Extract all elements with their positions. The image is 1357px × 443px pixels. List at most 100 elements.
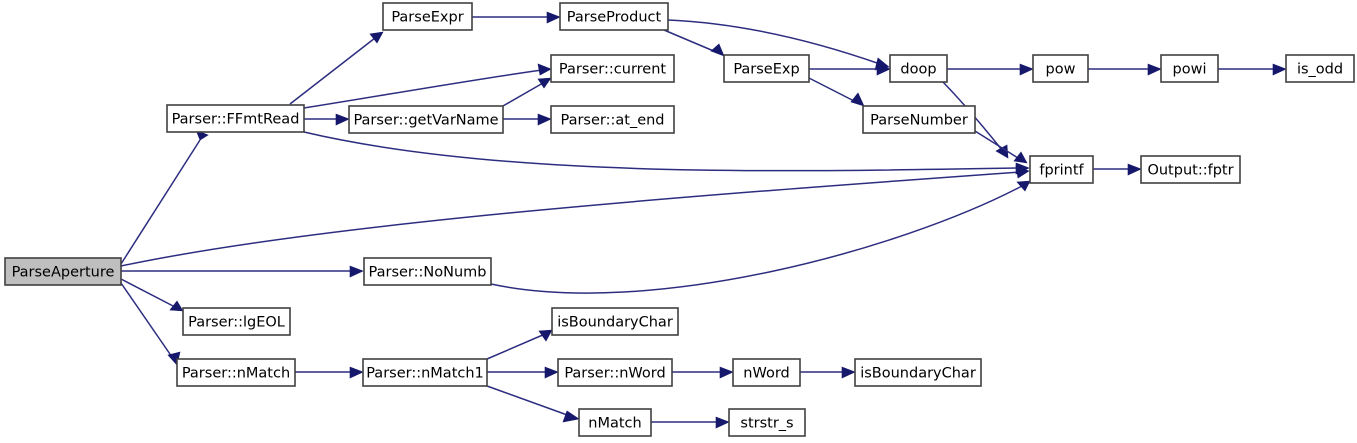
- node-nWord[interactable]: nWord: [732, 358, 801, 387]
- arrowhead-icon: [369, 31, 384, 44]
- node-ParserNoNumb[interactable]: Parser::NoNumb: [363, 257, 492, 286]
- edge-ParserNoNumb-to-fprintf: [490, 180, 1031, 294]
- arrowhead-icon: [719, 366, 734, 379]
- edge-ParseExpr-to-ParseProduct: [472, 11, 561, 24]
- node-ParseExp[interactable]: ParseExp: [723, 54, 810, 83]
- edge-line: [974, 130, 1019, 159]
- edge-line: [303, 69, 543, 109]
- node-box[interactable]: [1140, 155, 1241, 184]
- node-box[interactable]: [4, 257, 122, 286]
- edge-ParserGetVarName-to-ParserCurrent: [502, 77, 552, 107]
- edge-ParserNMatch1-to-isBoundaryCharTop: [486, 329, 553, 360]
- edge-ParseAperture-to-ParserNMatch: [120, 282, 181, 366]
- node-box[interactable]: [1032, 54, 1089, 83]
- node-ParserAtEnd[interactable]: Parser::at_end: [550, 105, 675, 134]
- arrowhead-icon: [710, 43, 725, 57]
- node-ParserNWord[interactable]: Parser::nWord: [557, 358, 673, 387]
- arrowhead-icon: [537, 63, 552, 76]
- arrowhead-icon: [1013, 151, 1028, 164]
- arrowhead-icon: [1272, 63, 1287, 76]
- node-box[interactable]: [382, 2, 473, 31]
- node-box[interactable]: [723, 54, 810, 83]
- node-box[interactable]: [1160, 54, 1219, 83]
- node-box[interactable]: [176, 358, 296, 387]
- edge-ParserFFmtRead-to-ParseExpr: [289, 31, 384, 105]
- node-box[interactable]: [1285, 54, 1355, 83]
- node-ParseProduct[interactable]: ParseProduct: [559, 2, 669, 31]
- node-fprintf[interactable]: fprintf: [1029, 155, 1094, 184]
- node-box[interactable]: [550, 105, 675, 134]
- node-box[interactable]: [362, 358, 488, 387]
- node-box[interactable]: [854, 358, 982, 387]
- node-powi[interactable]: powi: [1160, 54, 1219, 83]
- edge-line: [120, 139, 201, 265]
- node-doop[interactable]: doop: [889, 54, 948, 83]
- arrowhead-icon: [1019, 63, 1034, 76]
- node-box[interactable]: [862, 105, 976, 134]
- edge-ParseAperture-to-ParserFFmtRead: [120, 129, 209, 265]
- edge-ParserFFmtRead-to-ParserGetVarName: [304, 113, 350, 126]
- edge-powi-to-is_odd: [1218, 63, 1287, 76]
- edge-ParserNMatch-to-ParserNMatch1: [295, 366, 364, 379]
- node-box[interactable]: [728, 408, 806, 437]
- node-ParseExpr[interactable]: ParseExpr: [382, 2, 473, 31]
- node-ParserNMatch1[interactable]: Parser::nMatch1: [362, 358, 488, 387]
- edge-fprintf-to-OutputFptr: [1093, 163, 1142, 176]
- node-box[interactable]: [559, 2, 669, 31]
- node-box[interactable]: [889, 54, 948, 83]
- node-box[interactable]: [732, 358, 801, 387]
- edge-nMatch-to-strstr_s: [651, 416, 730, 429]
- edge-ParserGetVarName-to-ParserAtEnd: [503, 113, 552, 126]
- node-strstr_s[interactable]: strstr_s: [728, 408, 806, 437]
- node-ParserGetVarName[interactable]: Parser::getVarName: [348, 105, 504, 134]
- node-isBoundaryCharTop[interactable]: isBoundaryChar: [551, 307, 679, 336]
- edge-line: [663, 29, 717, 53]
- edge-nWord-to-isBoundaryCharRight: [800, 366, 856, 379]
- node-ParseNumber[interactable]: ParseNumber: [862, 105, 976, 134]
- arrowhead-icon: [537, 113, 552, 126]
- arrowhead-icon: [562, 410, 580, 423]
- arrowhead-icon: [1127, 163, 1142, 176]
- arrowhead-icon: [335, 113, 350, 126]
- edge-ParserFFmtRead-to-fprintf: [303, 131, 1030, 175]
- edge-line: [486, 385, 571, 417]
- node-isBoundaryCharRight[interactable]: isBoundaryChar: [854, 358, 982, 387]
- edge-line: [490, 185, 1023, 294]
- edge-ParserNWord-to-nWord: [672, 366, 734, 379]
- node-ParseAperture[interactable]: ParseAperture: [4, 257, 122, 286]
- node-is_odd[interactable]: is_odd: [1285, 54, 1355, 83]
- edge-doop-to-pow: [947, 63, 1034, 76]
- node-box[interactable]: [1029, 155, 1094, 184]
- node-box[interactable]: [551, 307, 679, 336]
- node-OutputFptr[interactable]: Output::fptr: [1140, 155, 1241, 184]
- node-ParserFFmtRead[interactable]: Parser::FFmtRead: [166, 104, 305, 133]
- arrowhead-icon: [349, 366, 364, 379]
- arrowhead-icon: [1016, 180, 1031, 192]
- arrowhead-icon: [544, 366, 559, 379]
- node-box[interactable]: [363, 257, 492, 286]
- arrowhead-icon: [538, 329, 553, 342]
- edge-ParseNumber-to-fprintf: [974, 130, 1028, 164]
- edge-ParserNMatch1-to-ParserNWord: [487, 366, 559, 379]
- node-box[interactable]: [578, 408, 652, 437]
- edge-line: [289, 37, 376, 105]
- edge-line: [303, 131, 1021, 172]
- node-box[interactable]: [557, 358, 673, 387]
- arrowhead-icon: [995, 144, 1009, 159]
- node-ParserNMatch[interactable]: Parser::nMatch: [176, 358, 296, 387]
- edge-ParseExp-to-doop: [809, 63, 891, 76]
- edge-line: [808, 77, 857, 103]
- node-box[interactable]: [348, 105, 504, 134]
- arrowhead-icon: [537, 77, 552, 89]
- arrowhead-icon: [1015, 162, 1030, 175]
- arrowhead-icon: [841, 366, 856, 379]
- node-box[interactable]: [550, 54, 675, 83]
- node-box[interactable]: [166, 104, 305, 133]
- node-pow[interactable]: pow: [1032, 54, 1089, 83]
- node-ParserCurrent[interactable]: Parser::current: [550, 54, 675, 83]
- node-nMatch[interactable]: nMatch: [578, 408, 652, 437]
- node-box[interactable]: [182, 307, 291, 336]
- edge-ParseAperture-to-fprintf: [120, 165, 1030, 267]
- edge-pow-to-powi: [1088, 63, 1162, 76]
- node-ParserLgEOL[interactable]: Parser::lgEOL: [182, 307, 291, 336]
